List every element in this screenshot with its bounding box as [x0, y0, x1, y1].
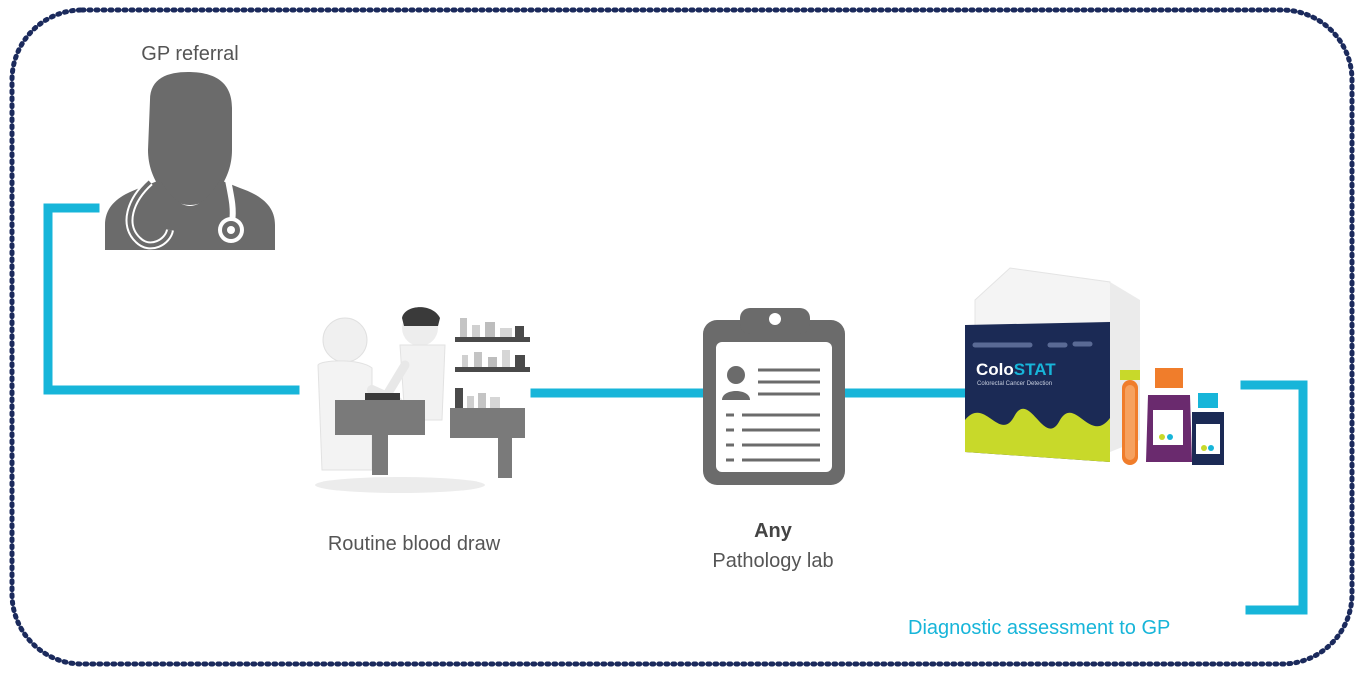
blood-draw-illustration — [315, 307, 530, 493]
doctor-icon — [105, 72, 275, 250]
clipboard-icon — [703, 308, 845, 485]
test-kit-illustration — [965, 267, 1224, 465]
diagnostic-assessment-label: Diagnostic assessment to GP — [908, 617, 1171, 639]
blood-draw-label: Routine blood draw — [327, 533, 501, 555]
connector-lines — [43, 203, 1308, 615]
gp-referral-label: GP referral — [141, 43, 239, 65]
dotted-border — [9, 7, 1355, 667]
pathology-lab-label: Pathology lab — [712, 550, 834, 572]
kit-brand-stat: STAT — [1013, 360, 1056, 379]
kit-brand-colo: Colo — [976, 360, 1014, 379]
right-bracket — [1240, 380, 1308, 615]
left-bracket — [43, 203, 300, 395]
kit-tagline: Colorectal Cancer Detection — [977, 381, 1053, 387]
lab-any-label: Any — [754, 520, 792, 542]
kit-brand: ColoSTAT — [976, 360, 1056, 380]
